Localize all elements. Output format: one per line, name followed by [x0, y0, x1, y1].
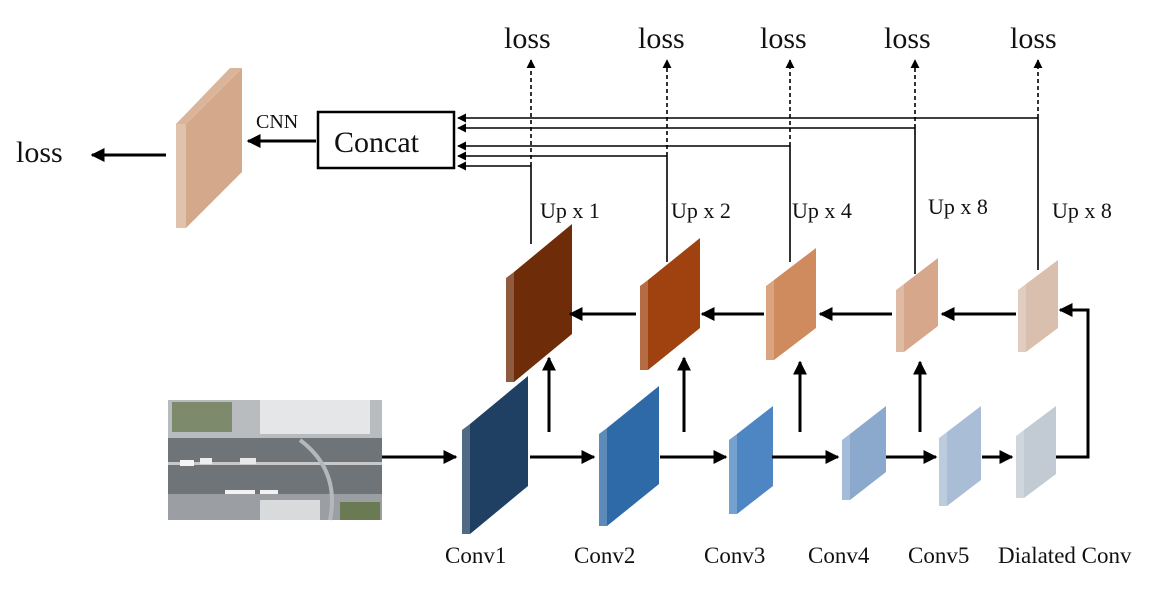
conv4-label: Conv4: [808, 543, 870, 568]
input-aerial-image: [168, 400, 382, 521]
conv2-label: Conv2: [574, 543, 635, 568]
decoder-block-4: [896, 258, 938, 352]
encoder-block-6: [1016, 406, 1056, 498]
conv5-label: Conv5: [908, 543, 969, 568]
conv3-label: Conv3: [704, 543, 765, 568]
encoder-block-5: [939, 406, 981, 506]
up-x2-label: Up x 2: [671, 198, 731, 223]
decoder-block-5: [1018, 260, 1058, 352]
loss-label-4: loss: [884, 22, 931, 55]
up-x8-label-b: Up x 8: [1052, 198, 1112, 223]
encoder-block-3: [729, 406, 773, 514]
up-x1-label: Up x 1: [540, 198, 600, 223]
concat-label: Concat: [334, 126, 420, 159]
dialated-conv-label: Dialated Conv: [998, 543, 1132, 568]
final-loss-label: loss: [16, 136, 63, 169]
up-x8-label-a: Up x 8: [928, 194, 988, 219]
encoder-block-2: [599, 386, 659, 526]
conv1-label: Conv1: [445, 543, 506, 568]
up-x4-label: Up x 4: [792, 198, 852, 223]
skip-connections: [457, 59, 1043, 274]
output-feature-block: [176, 68, 242, 228]
loss-label-3: loss: [760, 22, 807, 55]
loss-label-2: loss: [638, 22, 685, 55]
decoder-block-1: [506, 224, 572, 382]
concat-box: [316, 110, 456, 170]
decoder-block-3: [766, 248, 816, 360]
decoder-block-2: [640, 238, 700, 370]
cnn-label: CNN: [256, 111, 298, 133]
arrow-dialated-to-decoder5: [1056, 303, 1090, 459]
loss-label-5: loss: [1010, 22, 1057, 55]
loss-label-1: loss: [504, 22, 551, 55]
encoder-block-4: [842, 406, 886, 500]
encoder-block-1: [462, 376, 528, 534]
